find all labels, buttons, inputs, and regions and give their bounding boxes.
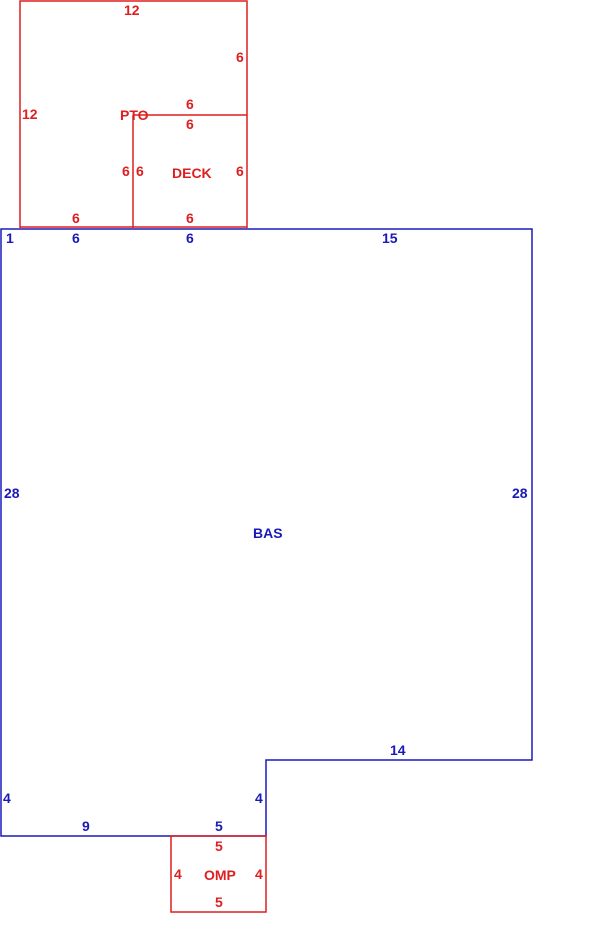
dim-pto-top: 12 (124, 2, 140, 18)
dim-pto-left: 12 (22, 106, 38, 122)
dim-omp-left: 4 (174, 866, 182, 882)
pto-label: PTO (120, 107, 149, 123)
omp-outline (170, 835, 267, 913)
dim-omp-right: 4 (255, 866, 263, 882)
dim-bas-step-top: 14 (390, 742, 406, 758)
deck-label: DECK (172, 165, 212, 181)
bas-outline (0, 228, 533, 837)
dim-deck-top-upper: 6 (186, 96, 194, 112)
dim-omp-bottom: 5 (215, 894, 223, 910)
dim-bas-left-lower: 4 (3, 790, 11, 806)
dim-pto-right-upper: 6 (236, 49, 244, 65)
dim-bas-left: 28 (4, 485, 20, 501)
dim-deck-right: 6 (236, 163, 244, 179)
dim-bas-top-left: 1 (6, 230, 14, 246)
dim-omp-top: 5 (215, 838, 223, 854)
dim-deck-left: 6 (136, 163, 144, 179)
dim-deck-top-lower: 6 (186, 116, 194, 132)
dim-bas-step-vert: 4 (255, 790, 263, 806)
dim-bas-bottom-left: 9 (82, 818, 90, 834)
dim-pto-bottom: 6 (72, 210, 80, 226)
dim-bas-bottom-mid: 5 (215, 818, 223, 834)
dim-bas-top-c: 15 (382, 230, 398, 246)
dim-bas-right: 28 (512, 485, 528, 501)
dim-pto-inner-right: 6 (122, 163, 130, 179)
dim-bas-top-b: 6 (186, 230, 194, 246)
dim-bas-top-a: 6 (72, 230, 80, 246)
bas-label: BAS (253, 525, 283, 541)
dim-deck-bottom: 6 (186, 210, 194, 226)
pto-deck-outline (19, 0, 248, 228)
omp-label: OMP (204, 867, 236, 883)
